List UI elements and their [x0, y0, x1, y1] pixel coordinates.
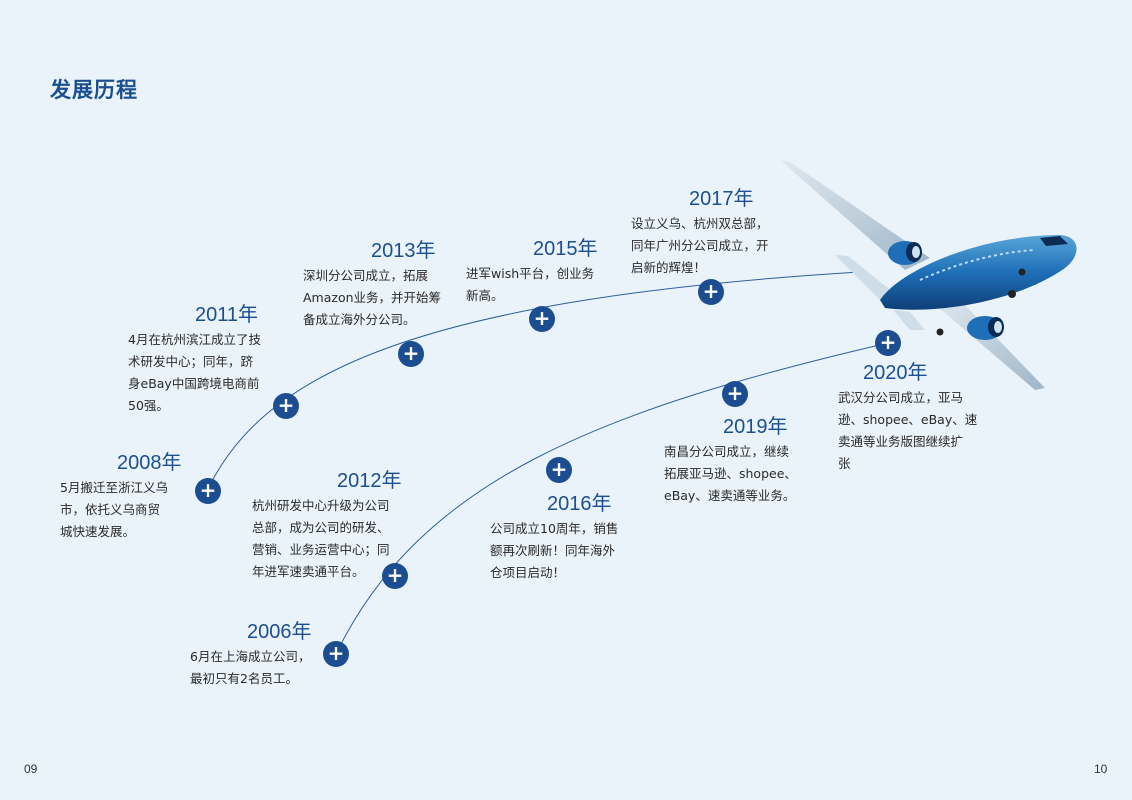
- event-year: 2006年: [247, 621, 312, 643]
- event-2020: 2020年 武汉分公司成立，亚马 逊、shopee、eBay、速 卖通等业务版图…: [838, 362, 977, 475]
- event-description: 深圳分公司成立，拓展 Amazon业务，并开始筹 备成立海外分公司。: [303, 268, 442, 327]
- event-description: 6月在上海成立公司， 最初只有2名员工。: [190, 649, 311, 686]
- upper-timeline-curve: [206, 271, 861, 492]
- node-2008[interactable]: +: [195, 478, 221, 504]
- node-2015[interactable]: +: [529, 306, 555, 332]
- event-2011: 2011年 4月在杭州滨江成立了技 术研发中心；同年，跻 身eBay中国跨境电商…: [128, 304, 261, 417]
- page-title: 发展历程: [50, 77, 138, 102]
- node-2006[interactable]: +: [323, 641, 349, 667]
- event-2019: 2019年 南昌分公司成立，继续 拓展亚马逊、shopee、 eBay、速卖通等…: [664, 416, 797, 507]
- event-description: 进军wish平台，创业务 新高。: [466, 266, 595, 303]
- event-2015: 2015年 进军wish平台，创业务 新高。: [466, 238, 598, 307]
- page-number-left: 09: [24, 762, 38, 776]
- event-year: 2015年: [533, 238, 598, 260]
- event-description: 武汉分公司成立，亚马 逊、shopee、eBay、速 卖通等业务版图继续扩 张: [838, 390, 978, 471]
- event-year: 2017年: [689, 188, 754, 210]
- event-description: 公司成立10周年，销售 额再次刷新！同年海外 仓项目启动！: [490, 521, 619, 580]
- event-year: 2013年: [371, 240, 436, 262]
- event-2013: 2013年 深圳分公司成立，拓展 Amazon业务，并开始筹 备成立海外分公司。: [303, 240, 441, 331]
- node-2011[interactable]: +: [273, 393, 299, 419]
- event-2012: 2012年 杭州研发中心升级为公司 总部，成为公司的研发、 营销、业务运营中心；…: [252, 470, 402, 583]
- event-year: 2008年: [117, 452, 182, 474]
- event-year: 2012年: [337, 470, 402, 492]
- event-description: 南昌分公司成立，继续 拓展亚马逊、shopee、 eBay、速卖通等业务。: [664, 444, 797, 503]
- page-number-right: 10: [1094, 762, 1108, 776]
- node-2013[interactable]: +: [398, 341, 424, 367]
- event-year: 2020年: [863, 362, 928, 384]
- node-2017[interactable]: +: [698, 279, 724, 305]
- event-year: 2019年: [723, 416, 788, 438]
- event-2016: 2016年 公司成立10周年，销售 额再次刷新！同年海外 仓项目启动！: [490, 493, 618, 584]
- event-year: 2016年: [547, 493, 612, 515]
- node-2016[interactable]: +: [546, 457, 572, 483]
- node-2012[interactable]: +: [382, 563, 408, 589]
- event-description: 4月在杭州滨江成立了技 术研发中心；同年，跻 身eBay中国跨境电商前 50强。: [128, 332, 261, 413]
- event-2017: 2017年 设立义乌、杭州双总部， 同年广州分公司成立，开 启新的辉煌！: [631, 188, 769, 279]
- event-2008: 2008年 5月搬迁至浙江义乌 市，依托义乌商贸 城快速发展。: [60, 452, 182, 543]
- node-2019[interactable]: +: [722, 381, 748, 407]
- event-description: 杭州研发中心升级为公司 总部，成为公司的研发、 营销、业务运营中心；同 年进军速…: [252, 498, 390, 579]
- lower-timeline-curve: [335, 342, 889, 655]
- event-description: 5月搬迁至浙江义乌 市，依托义乌商贸 城快速发展。: [60, 480, 168, 539]
- event-description: 设立义乌、杭州双总部， 同年广州分公司成立，开 启新的辉煌！: [631, 216, 769, 275]
- node-2020[interactable]: +: [875, 330, 901, 356]
- event-year: 2011年: [195, 304, 259, 326]
- event-2006: 2006年 6月在上海成立公司， 最初只有2名员工。: [190, 621, 312, 690]
